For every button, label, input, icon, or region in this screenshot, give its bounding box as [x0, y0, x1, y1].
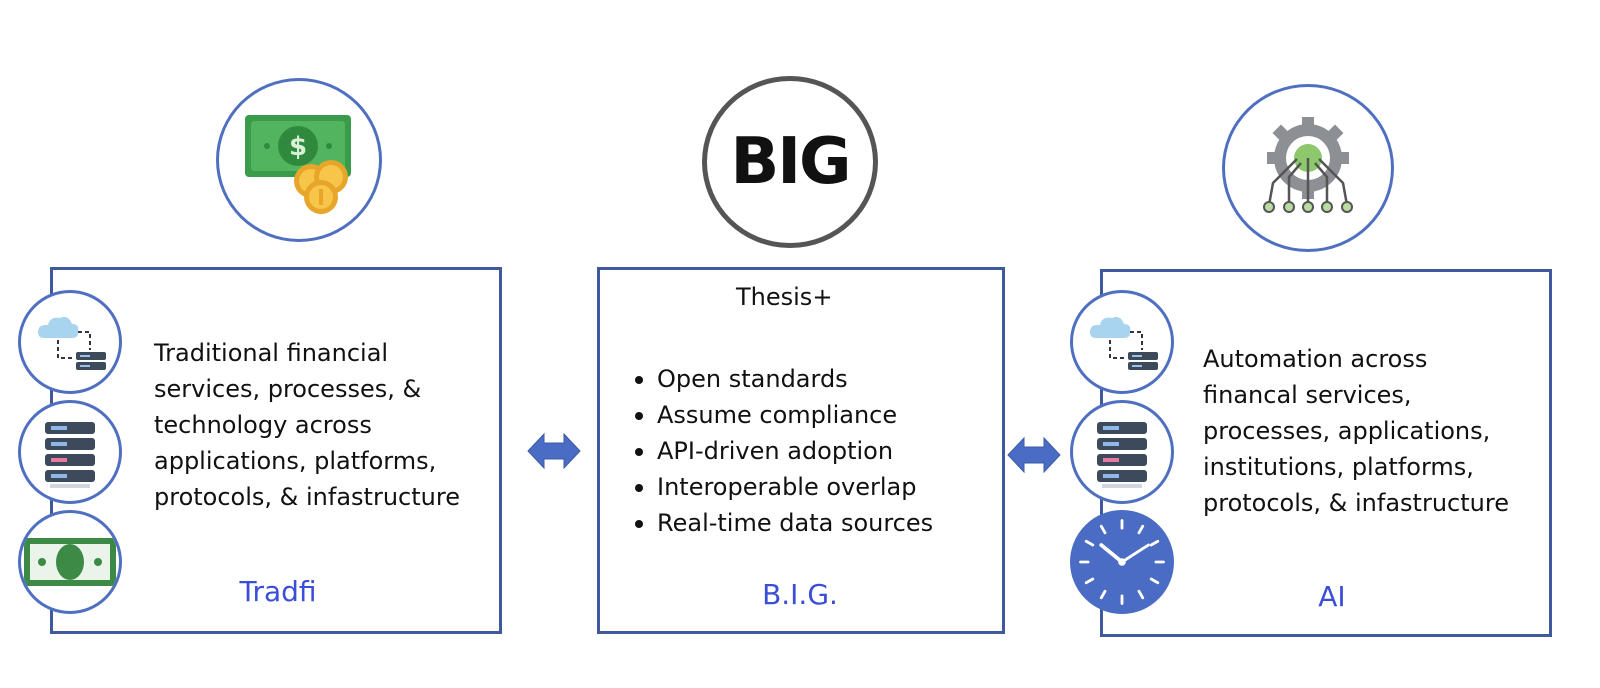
thesis-bullet-list: Open standards Assume compliance API-dri…	[635, 361, 933, 541]
list-item: Assume compliance	[635, 397, 933, 433]
cloud-server-icon	[1090, 316, 1158, 370]
svg-text:$: $	[289, 132, 307, 162]
big-panel	[597, 267, 1005, 634]
list-item: Real-time data sources	[635, 505, 933, 541]
big-label: B.I.G.	[762, 578, 838, 611]
money-coins-icon: $	[245, 115, 351, 214]
ai-top-circle	[1222, 84, 1394, 252]
tradfi-description: Traditional financial services, processe…	[154, 339, 460, 511]
ai-side-circle-2	[1070, 400, 1174, 504]
server-stack-icon	[1097, 422, 1147, 488]
clock-icon	[1079, 519, 1165, 605]
double-arrow-right-icon	[1007, 436, 1061, 474]
gear-circuit-icon	[1263, 117, 1353, 213]
list-item: Open standards	[635, 361, 933, 397]
tradfi-side-circle-2	[18, 400, 122, 504]
tradfi-label: Tradfi	[239, 575, 317, 608]
ai-side-circle-1	[1070, 290, 1174, 394]
ai-panel	[1100, 269, 1552, 637]
list-item: API-driven adoption	[635, 433, 933, 469]
tradfi-side-circle-3	[18, 510, 122, 614]
ai-description: Automation across financal services, pro…	[1203, 345, 1509, 517]
tradfi-top-circle: $	[216, 78, 382, 242]
ai-side-circle-3	[1070, 510, 1174, 614]
big-logo-circle: BIG	[702, 76, 878, 248]
tradfi-panel	[50, 267, 502, 634]
double-arrow-left-icon	[527, 432, 581, 470]
server-stack-icon	[45, 422, 95, 488]
ai-label: AI	[1318, 580, 1346, 613]
thesis-heading: Thesis+	[736, 283, 833, 311]
list-item: Interoperable overlap	[635, 469, 933, 505]
tradfi-side-circle-1	[18, 290, 122, 394]
big-logo-text: BIG	[730, 125, 851, 199]
cloud-server-icon	[38, 316, 106, 370]
banknote-icon	[24, 538, 116, 586]
